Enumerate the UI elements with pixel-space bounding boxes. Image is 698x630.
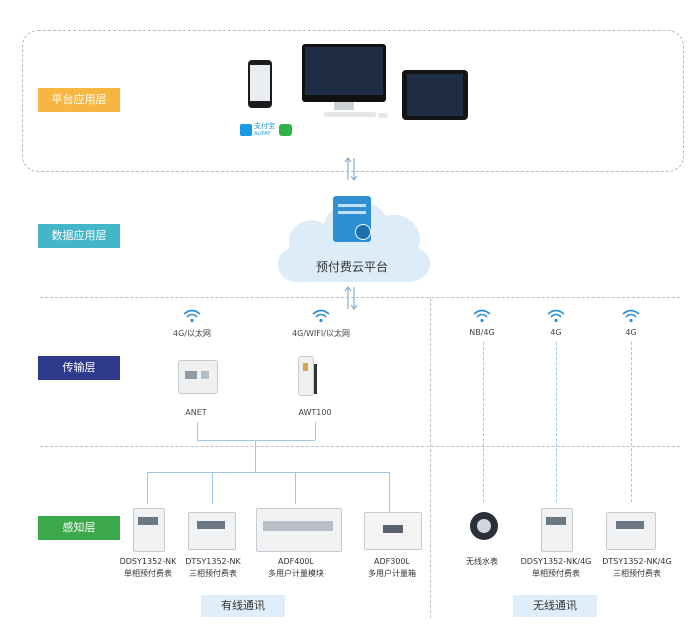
protocol-label-water: NB/4G — [469, 328, 495, 337]
platform-frame — [22, 30, 684, 172]
device-desc: 单相预付费表 — [124, 569, 172, 578]
device-label-ddsy1352-nk: DDSY1352-NK 单相预付费表 — [108, 556, 188, 580]
separator-bottom — [40, 446, 680, 447]
awt100-label: AWT100 — [298, 408, 332, 417]
protocol-label-awt100: 4G/WIFI/以太网 — [292, 329, 350, 338]
connector-device-1 — [147, 472, 148, 504]
device-label-adf300l: ADF300L 多用户计量箱 — [352, 556, 432, 580]
desktop-monitor-image — [302, 44, 386, 102]
device-desc: 单相预付费表 — [532, 569, 580, 578]
device-model: ADF300L — [374, 557, 410, 566]
wireless-link-ddsy4g — [556, 342, 557, 502]
device-desc: 多用户计量箱 — [368, 569, 416, 578]
connector-device-4 — [389, 472, 390, 512]
protocol-label-ddsy4g: 4G — [550, 328, 562, 337]
tablet-image — [402, 70, 468, 120]
layer-label-transport: 传输层 — [38, 356, 120, 380]
layer-label-platform: 平台应用层 — [38, 88, 120, 112]
device-desc: 多用户计量模块 — [268, 569, 324, 578]
device-model: DTSY1352-NK — [185, 557, 241, 566]
connector-device-bar — [147, 472, 389, 473]
wifi-icon — [473, 309, 491, 323]
separator-vertical — [430, 298, 431, 618]
protocol-label-anet: 4G/以太网 — [173, 329, 211, 338]
mouse-image — [378, 113, 388, 118]
ddsy1352-nk-4g-image — [541, 508, 573, 552]
alipay-text: 支付宝 — [254, 122, 275, 130]
separator-top — [40, 297, 680, 298]
wechat-icon — [279, 124, 292, 136]
device-desc: 三相预付费表 — [613, 569, 661, 578]
alipay-label: 支付宝 ALIPAY — [254, 122, 275, 138]
device-model: 无线水表 — [466, 557, 498, 566]
anet-label: ANET — [185, 408, 207, 417]
keyboard-image — [324, 112, 376, 117]
wireless-comm-label: 无线通讯 — [513, 595, 597, 617]
device-label-dtsy1352-nk-4g: DTSY1352-NK/4G 三相预付费表 — [592, 556, 682, 580]
wifi-icon — [183, 309, 201, 323]
connector-awt100 — [315, 422, 316, 440]
adf400l-image — [256, 508, 342, 552]
connector-device-3 — [295, 472, 296, 504]
up-down-arrows-icon — [344, 157, 358, 181]
server-icon — [333, 196, 371, 242]
adf300l-image — [364, 512, 422, 550]
device-model: DDSY1352-NK — [119, 557, 177, 566]
protocol-label-dtsy4g: 4G — [625, 328, 637, 337]
device-model: ADF400L — [278, 557, 314, 566]
connector-device-2 — [212, 472, 213, 504]
wired-comm-label: 有线通讯 — [201, 595, 285, 617]
wifi-icon — [622, 309, 640, 323]
ddsy1352-nk-image — [133, 508, 165, 552]
anet-device-image — [178, 360, 218, 394]
up-down-arrows-icon — [344, 286, 358, 310]
wireless-link-dtsy4g — [631, 342, 632, 502]
dtsy1352-nk-image — [188, 512, 236, 550]
device-label-dtsy1352-nk: DTSY1352-NK 三相预付费表 — [173, 556, 253, 580]
device-model: DTSY1352-NK/4G — [602, 557, 672, 566]
device-desc: 三相预付费表 — [189, 569, 237, 578]
layer-label-data: 数据应用层 — [38, 224, 120, 248]
device-label-adf400l: ADF400L 多用户计量模块 — [250, 556, 342, 580]
layer-label-sensing: 感知层 — [38, 516, 120, 540]
connector-gateway-bar — [197, 440, 315, 441]
device-model: DDSY1352-NK/4G — [520, 557, 592, 566]
cloud-label: 预付费云平台 — [315, 260, 388, 274]
wifi-icon — [312, 309, 330, 323]
alipay-subtext: ALIPAY — [254, 131, 271, 137]
device-label-water-meter: 无线水表 — [452, 556, 512, 568]
wifi-icon — [547, 309, 565, 323]
alipay-icon — [240, 124, 252, 136]
awt100-device-image — [298, 356, 314, 396]
antenna-image — [314, 364, 317, 394]
water-meter-image — [470, 512, 498, 540]
smartphone-image — [248, 60, 272, 108]
monitor-stand — [334, 102, 354, 110]
dtsy1352-nk-4g-image — [606, 512, 656, 550]
wireless-link-water — [483, 342, 484, 502]
connector-anet — [197, 422, 198, 440]
connector-trunk — [255, 440, 256, 472]
device-label-ddsy1352-nk-4g: DDSY1352-NK/4G 单相预付费表 — [512, 556, 600, 580]
